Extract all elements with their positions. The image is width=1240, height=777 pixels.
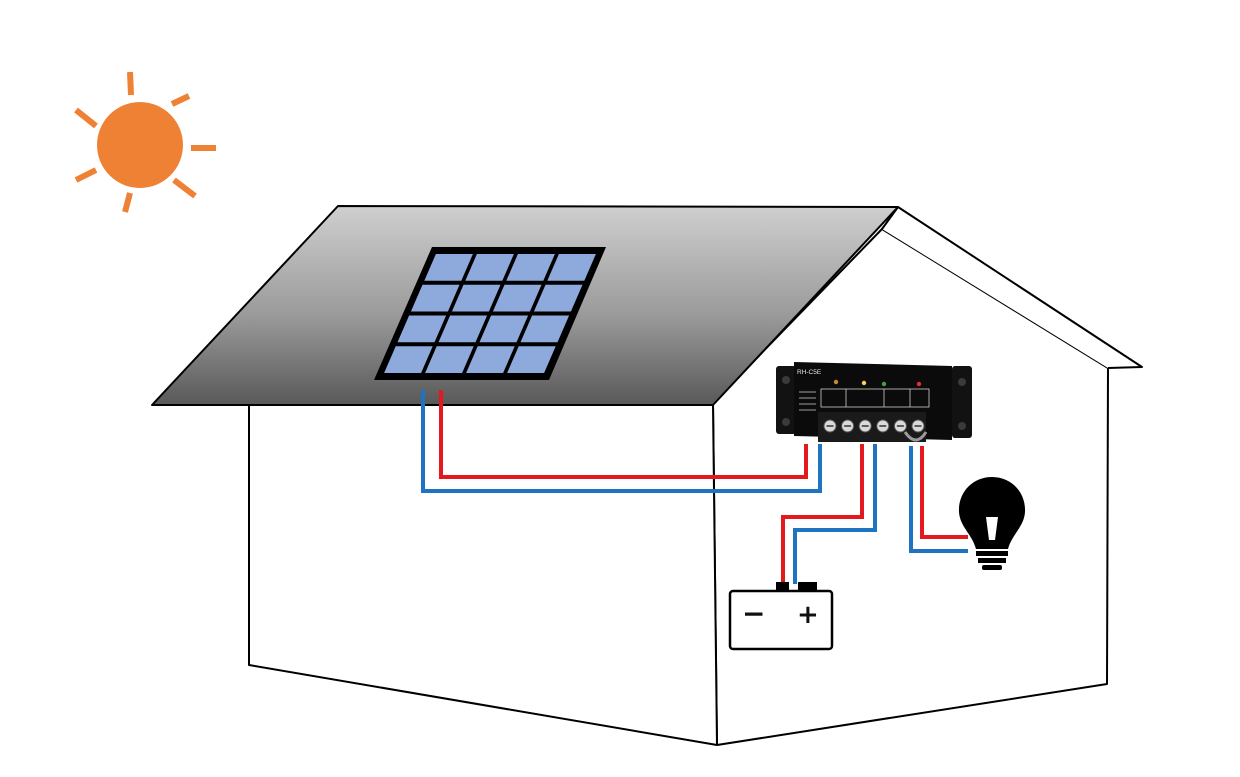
solar-panel-cell xyxy=(451,284,501,312)
solar-panel-cell xyxy=(424,254,473,281)
house-gable-trim xyxy=(881,206,1143,369)
solar-panel-cells xyxy=(384,254,596,373)
solar-panel-cell xyxy=(465,254,514,281)
battery-negative-label: − xyxy=(742,597,765,630)
controller-faceplate-markings xyxy=(799,388,930,411)
controller-led-charge xyxy=(833,379,839,385)
wire-clip xyxy=(903,431,928,442)
solar-panel-cell xyxy=(466,346,515,373)
controller-led-load xyxy=(916,381,922,387)
battery-positive-label: + xyxy=(797,600,819,630)
solar-panel-icon xyxy=(374,247,606,380)
solar-panel-cell xyxy=(479,315,529,343)
wire-battery-positive xyxy=(781,444,864,584)
solar-panel-cell xyxy=(507,346,556,373)
bulb-base-tip xyxy=(982,565,1002,570)
wire-panel-positive xyxy=(439,390,808,479)
solar-panel-cell xyxy=(520,315,570,343)
battery-terminal-positive xyxy=(798,582,817,592)
sun-rays xyxy=(74,71,216,213)
solar-panel-cell xyxy=(384,346,433,373)
solar-panel-cell xyxy=(438,315,488,343)
controller-left-flange xyxy=(776,366,796,434)
house-front-wall xyxy=(248,404,718,746)
bulb-globe xyxy=(958,477,1026,549)
wires xyxy=(421,390,968,584)
sun-disc xyxy=(97,102,183,188)
battery-body xyxy=(728,589,834,651)
charge-controller-icon: RH-C5E xyxy=(776,362,972,442)
battery-icon: − + xyxy=(728,582,834,651)
solar-panel-cell xyxy=(410,284,460,312)
bulb-base-ring-1 xyxy=(976,551,1008,556)
solar-panel-cell xyxy=(425,346,474,373)
controller-right-flange xyxy=(952,366,972,438)
wire-battery-negative xyxy=(793,444,877,584)
controller-led-solar xyxy=(861,380,867,386)
solar-panel-cell xyxy=(397,315,447,343)
bulb-base-ring-2 xyxy=(978,558,1006,563)
sun-icon xyxy=(74,71,216,213)
wire-panel-negative xyxy=(421,390,822,493)
controller-led-battery xyxy=(881,381,887,387)
controller-terminals xyxy=(823,419,925,433)
light-bulb-icon xyxy=(958,477,1026,570)
battery-terminal-negative xyxy=(776,582,789,592)
wire-lamp-positive xyxy=(920,446,968,539)
controller-model-label: RH-C5E xyxy=(797,369,822,376)
solar-panel-cell xyxy=(533,284,583,312)
solar-panel-cell xyxy=(547,254,596,281)
solar-panel-cell xyxy=(506,254,555,281)
wire-lamp-negative xyxy=(909,446,968,553)
bulb-filament xyxy=(986,517,998,540)
solar-panel-cell xyxy=(492,284,542,312)
